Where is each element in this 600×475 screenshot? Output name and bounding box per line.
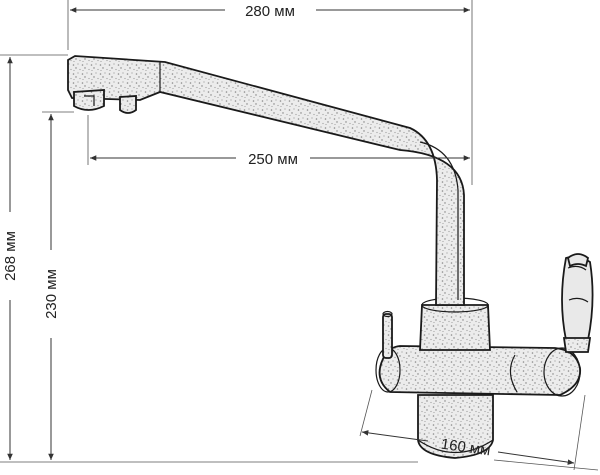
dimension-280: 280 мм bbox=[70, 3, 470, 20]
mixer-handle bbox=[561, 253, 594, 353]
outlet-nozzle-filter bbox=[119, 95, 137, 114]
mixer-end-cap-right bbox=[543, 347, 581, 397]
dimension-230: 230 мм bbox=[43, 114, 60, 460]
dimension-label-280: 280 мм bbox=[245, 3, 295, 20]
dimension-250: 250 мм bbox=[90, 151, 470, 168]
dimension-label-160: 160 мм bbox=[440, 436, 492, 460]
dimension-label-250: 250 мм bbox=[248, 151, 298, 168]
dimension-label-230: 230 мм bbox=[43, 269, 60, 319]
faucet-base bbox=[417, 394, 494, 459]
dimension-160: 160 мм bbox=[361, 430, 575, 465]
filter-lever bbox=[382, 310, 393, 359]
dimension-label-268: 268 мм bbox=[2, 231, 19, 281]
outlet-nozzle-main bbox=[73, 89, 105, 111]
faucet bbox=[67, 55, 594, 459]
faucet-spout-outline bbox=[67, 55, 465, 306]
faucet-column bbox=[419, 304, 491, 351]
dimension-268: 268 мм bbox=[2, 57, 19, 460]
